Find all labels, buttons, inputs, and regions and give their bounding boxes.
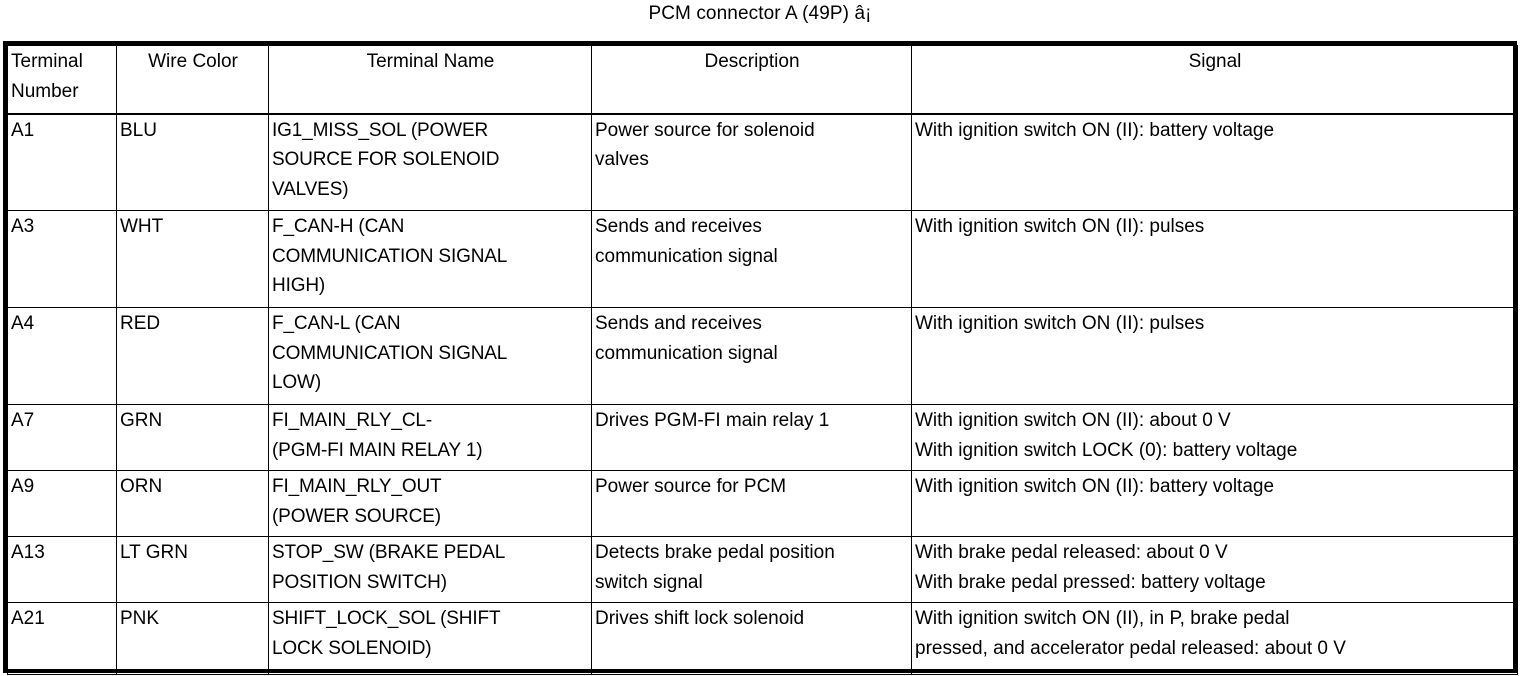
cell-terminal-number: A13 xyxy=(7,536,117,603)
cell-wire-color: WHT xyxy=(116,210,269,308)
pcm-connector-table-container: Terminal Number Wire Color Terminal Name… xyxy=(3,41,1518,675)
table-header: Terminal Number Wire Color Terminal Name… xyxy=(7,45,1518,114)
table-row: A21 PNK SHIFT_LOCK_SOL (SHIFT LOCK SOLEN… xyxy=(7,602,1518,675)
table-row: A1 BLU IG1_MISS_SOL (POWER SOURCE FOR SO… xyxy=(7,112,1518,211)
table-row: A9 ORN FI_MAIN_RLY_OUT (POWER SOURCE) Po… xyxy=(7,470,1518,537)
cell-description: Power source for PCM xyxy=(591,470,912,537)
cell-wire-color: GRN xyxy=(116,404,269,471)
cell-signal: With ignition switch ON (II): battery vo… xyxy=(911,112,1518,211)
cell-terminal-name: STOP_SW (BRAKE PEDAL POSITION SWITCH) xyxy=(268,536,592,603)
cell-terminal-number: A7 xyxy=(7,404,117,471)
column-header-signal: Signal xyxy=(911,45,1518,114)
cell-signal: With brake pedal released: about 0 V Wit… xyxy=(911,536,1518,603)
table-header-row: Terminal Number Wire Color Terminal Name… xyxy=(7,45,1518,114)
column-header-wire-color: Wire Color xyxy=(116,45,269,114)
cell-signal: With ignition switch ON (II): pulses xyxy=(911,210,1518,308)
cell-description: Sends and receives communication signal xyxy=(591,210,912,308)
column-header-description: Description xyxy=(591,45,912,114)
cell-description: Power source for solenoid valves xyxy=(591,112,912,211)
cell-description: Drives PGM-FI main relay 1 xyxy=(591,404,912,471)
cell-terminal-name: IG1_MISS_SOL (POWER SOURCE FOR SOLENOID … xyxy=(268,112,592,211)
pcm-connector-table: Terminal Number Wire Color Terminal Name… xyxy=(7,45,1518,675)
cell-signal: With ignition switch ON (II), in P, brak… xyxy=(911,602,1518,675)
cell-signal: With ignition switch ON (II): pulses xyxy=(911,307,1518,405)
cell-terminal-name: SHIFT_LOCK_SOL (SHIFT LOCK SOLENOID) xyxy=(268,602,592,675)
cell-wire-color: PNK xyxy=(116,602,269,675)
cell-terminal-number: A4 xyxy=(7,307,117,405)
cell-terminal-name: FI_MAIN_RLY_OUT (POWER SOURCE) xyxy=(268,470,592,537)
cell-signal: With ignition switch ON (II): battery vo… xyxy=(911,470,1518,537)
cell-wire-color: RED xyxy=(116,307,269,405)
table-row: A4 RED F_CAN-L (CAN COMMUNICATION SIGNAL… xyxy=(7,307,1518,405)
cell-description: Detects brake pedal position switch sign… xyxy=(591,536,912,603)
column-header-terminal-number: Terminal Number xyxy=(7,45,117,114)
cell-description: Sends and receives communication signal xyxy=(591,307,912,405)
cell-signal: With ignition switch ON (II): about 0 V … xyxy=(911,404,1518,471)
cell-description: Drives shift lock solenoid xyxy=(591,602,912,675)
cell-terminal-number: A9 xyxy=(7,470,117,537)
cell-wire-color: BLU xyxy=(116,112,269,211)
column-header-terminal-name: Terminal Name xyxy=(268,45,592,114)
table-row: A7 GRN FI_MAIN_RLY_CL- (PGM-FI MAIN RELA… xyxy=(7,404,1518,471)
cell-terminal-number: A1 xyxy=(7,112,117,211)
cell-wire-color: LT GRN xyxy=(116,536,269,603)
cell-terminal-number: A21 xyxy=(7,602,117,675)
cell-wire-color: ORN xyxy=(116,470,269,537)
cell-terminal-number: A3 xyxy=(7,210,117,308)
page-title: PCM connector A (49P) â¡ xyxy=(648,3,872,24)
table-row: A3 WHT F_CAN-H (CAN COMMUNICATION SIGNAL… xyxy=(7,210,1518,308)
cell-terminal-name: F_CAN-H (CAN COMMUNICATION SIGNAL HIGH) xyxy=(268,210,592,308)
table-row: A13 LT GRN STOP_SW (BRAKE PEDAL POSITION… xyxy=(7,536,1518,603)
cell-terminal-name: F_CAN-L (CAN COMMUNICATION SIGNAL LOW) xyxy=(268,307,592,405)
cell-terminal-name: FI_MAIN_RLY_CL- (PGM-FI MAIN RELAY 1) xyxy=(268,404,592,471)
table-body: A1 BLU IG1_MISS_SOL (POWER SOURCE FOR SO… xyxy=(7,112,1518,675)
